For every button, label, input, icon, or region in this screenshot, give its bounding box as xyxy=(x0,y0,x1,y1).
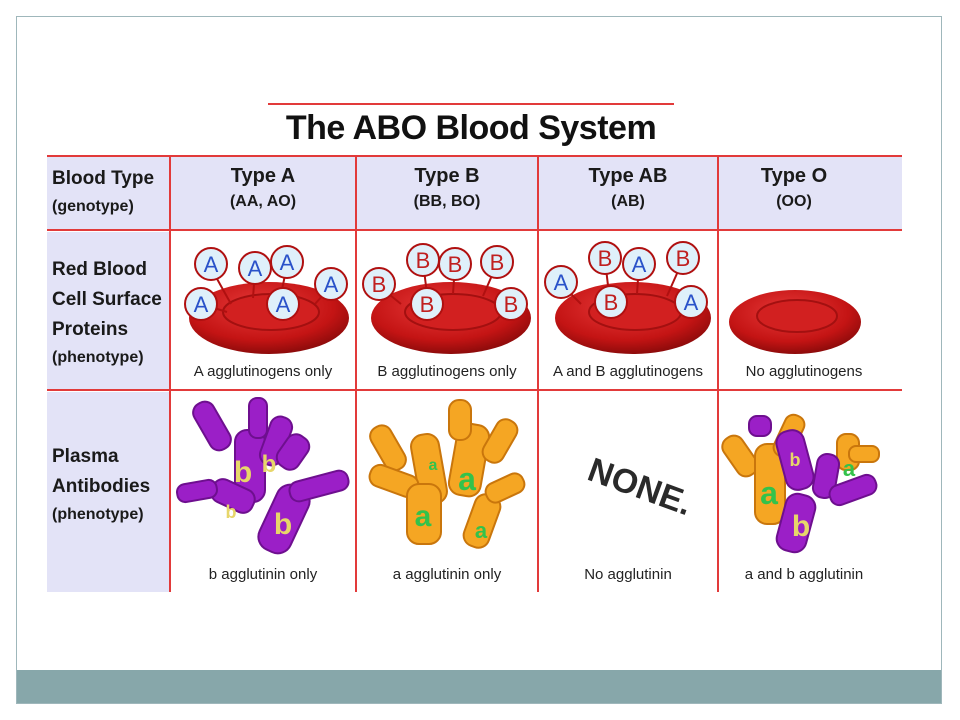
antibody-b-label: b xyxy=(226,502,237,522)
antibody-a-label: a xyxy=(760,475,778,511)
type-o-cell-illustration xyxy=(729,290,861,354)
row-label-surface-line2: Cell Surface xyxy=(52,289,162,310)
antibody-b-label: b xyxy=(792,510,810,543)
type-a-name: Type A xyxy=(230,165,296,187)
grid-line-col2 xyxy=(355,157,357,592)
type-a-genotype: (AA, AO) xyxy=(229,193,297,210)
type-b-name: Type B xyxy=(414,165,480,187)
type-b-antigen-caption: B agglutinogens only xyxy=(377,363,517,380)
row-label-blood-type: Blood Type (genotype) xyxy=(52,164,170,220)
row-label-surface-line1: Red Blood xyxy=(52,259,147,280)
header-band xyxy=(47,157,902,229)
page-title: The ABO Blood System xyxy=(285,109,657,147)
antigen-a-markers xyxy=(184,245,348,321)
type-a-antibody-illustration: b b b b xyxy=(176,397,350,555)
antigen-b-label: B xyxy=(448,252,463,277)
row-label-blood-type-line1: Blood Type xyxy=(52,168,155,189)
type-a-antibody-caption: b agglutinin only xyxy=(208,566,318,583)
type-o-name: Type O xyxy=(760,165,828,187)
antigen-a-label: A xyxy=(684,290,699,315)
antibody-b-label: b xyxy=(790,450,801,470)
column-header-type-a: Type A (AA, AO) xyxy=(171,162,355,214)
row-label-plasma: Plasma Antibodies (phenotype) xyxy=(52,442,170,528)
antigen-b-label: B xyxy=(372,272,387,297)
antigen-b-label: B xyxy=(598,246,613,271)
antibody-a-label: a xyxy=(415,500,432,533)
label-column-bg-surface xyxy=(47,232,170,389)
antibody-b-label: b xyxy=(234,456,252,489)
column-header-type-ab: Type AB (AB) xyxy=(539,162,717,214)
row-label-plasma-line1: Plasma xyxy=(52,446,119,467)
red-blood-cell xyxy=(555,282,711,354)
type-a-cell-illustration: A A A A A A xyxy=(184,245,349,354)
red-blood-cell xyxy=(729,290,861,354)
antigen-a-label: A xyxy=(276,292,291,317)
antigen-a-label: A xyxy=(280,250,295,275)
none-label: NONE. xyxy=(583,451,697,524)
antibody-a-shapes xyxy=(368,399,526,549)
antigen-a-label: A xyxy=(632,252,647,277)
antigen-a-label: A xyxy=(194,292,209,317)
type-ab-name: Type AB xyxy=(588,165,668,187)
type-ab-genotype: (AB) xyxy=(611,193,645,210)
grid-line-col4 xyxy=(717,157,719,592)
grid-line-top xyxy=(47,155,902,157)
grid-line-row1 xyxy=(47,229,902,231)
type-o-antigen-caption: No agglutinogens xyxy=(745,363,863,380)
column-header-type-o: Type O (OO) xyxy=(719,162,869,214)
antigen-b-label: B xyxy=(416,248,431,273)
antibody-a-label: a xyxy=(429,457,438,474)
type-ab-cell-illustration: A B A B B A xyxy=(544,241,711,354)
antigen-b-label: B xyxy=(504,292,519,317)
antigen-a-label: A xyxy=(324,272,339,297)
type-ab-antibody-caption: No agglutinin xyxy=(584,566,672,583)
type-ab-none-illustration: NONE. xyxy=(583,451,697,524)
column-header-type-b: Type B (BB, BO) xyxy=(357,162,537,214)
antibody-b-shapes xyxy=(748,415,878,554)
type-b-genotype: (BB, BO) xyxy=(413,193,481,210)
type-b-cell-illustration: B B B B B B xyxy=(362,243,531,354)
row-label-surface-line3: Proteins xyxy=(52,319,129,340)
antibody-a-label: a xyxy=(458,461,476,497)
antibody-a-label: a xyxy=(843,456,856,481)
title-rule xyxy=(268,103,674,105)
antigen-b-label: B xyxy=(676,246,691,271)
antigen-a-label: A xyxy=(204,252,219,277)
antibody-b-shapes xyxy=(176,397,350,555)
footer-bar xyxy=(17,670,941,703)
row-label-plasma-line2: Antibodies xyxy=(52,476,151,497)
antigen-b-label: B xyxy=(490,250,505,275)
type-o-antibody-illustration: a a b b xyxy=(721,413,880,554)
label-column-bg-plasma xyxy=(47,392,170,592)
antigen-b-label: B xyxy=(604,290,619,315)
type-b-antibody-illustration: a a a a xyxy=(368,399,526,549)
type-o-antibody-caption: a and b agglutinin xyxy=(744,566,864,583)
antigen-a-label: A xyxy=(248,256,263,281)
antibody-b-label: b xyxy=(262,451,277,478)
grid-line-row2 xyxy=(47,389,902,391)
type-b-antibody-caption: a agglutinin only xyxy=(392,566,502,583)
antibody-a-label: a xyxy=(475,518,488,543)
antigen-b-markers xyxy=(362,243,528,321)
row-label-blood-type-line2: (genotype) xyxy=(52,198,134,215)
type-o-genotype: (OO) xyxy=(776,193,812,210)
row-label-surface-line4: (phenotype) xyxy=(52,349,144,366)
grid-line-col3 xyxy=(537,157,539,592)
antibody-b-label: b xyxy=(274,508,292,541)
row-label-plasma-line3: (phenotype) xyxy=(52,506,144,523)
grid-line-col1 xyxy=(169,157,171,592)
type-ab-antigen-caption: A and B agglutinogens xyxy=(552,363,704,380)
antigen-ab-markers xyxy=(544,241,708,319)
antigen-a-label: A xyxy=(554,270,569,295)
row-label-surface: Red Blood Cell Surface Proteins (phenoty… xyxy=(52,255,170,371)
antigen-b-label: B xyxy=(420,292,435,317)
type-a-antigen-caption: A agglutinogens only xyxy=(193,363,333,380)
